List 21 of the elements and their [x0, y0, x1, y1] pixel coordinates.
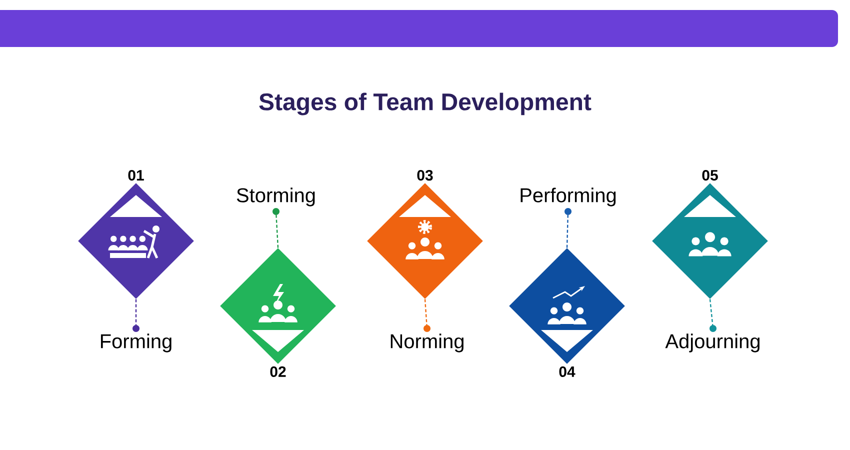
leader-line	[709, 299, 716, 332]
node-label: 01	[128, 170, 144, 181]
node-label: 04	[559, 366, 576, 378]
node-label: 03	[417, 170, 433, 181]
stage-label: Storming	[236, 188, 315, 206]
title: Stages of Team Development	[259, 92, 592, 116]
node-label: 05	[702, 170, 718, 181]
diamond-card: 02	[220, 248, 336, 378]
leader-line	[132, 299, 140, 332]
stage-label: Norming	[390, 334, 464, 352]
leader-line	[424, 299, 430, 332]
leader-line	[564, 208, 572, 248]
stage-label: Performing	[520, 188, 616, 206]
stage-label: Adjourning	[665, 334, 760, 352]
node-label: 02	[270, 366, 286, 378]
diamond-card: 05	[652, 170, 768, 299]
diamond-card: 03	[367, 170, 483, 299]
diamond-card: 01	[78, 170, 194, 299]
leader-line	[272, 208, 280, 248]
diamond-card: 04	[509, 248, 625, 378]
stage-label: Forming	[100, 334, 172, 352]
